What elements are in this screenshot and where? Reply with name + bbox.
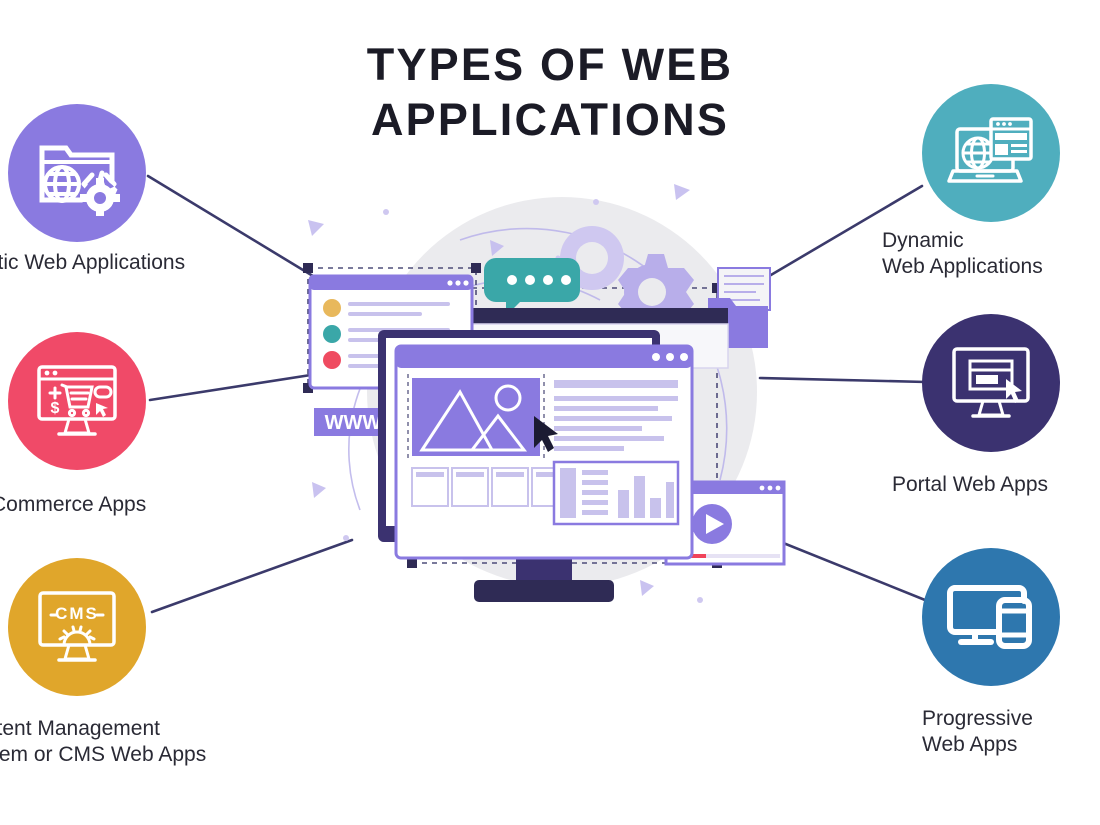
webpage-mockup [394, 344, 694, 560]
label-line-2: Web Applications [882, 255, 1043, 279]
label-cms-web-apps: Content Management System or CMS Web App… [0, 716, 206, 769]
thumbnail-row [411, 467, 569, 507]
gear-badge [80, 178, 120, 216]
chat-bubble [484, 258, 580, 316]
label-line-1: Portal Web Apps [892, 473, 1049, 496]
text-lines [554, 380, 678, 451]
monitor-cms-gear-icon: CMS [38, 591, 116, 662]
icon-circle-progressive[interactable] [922, 548, 1060, 686]
central-illustration: WWW [300, 180, 820, 620]
icon-circle-dynamic[interactable] [922, 84, 1060, 222]
dollar-glyph: $ [51, 400, 60, 417]
cursor-arrow [534, 416, 558, 452]
www-tag-label: WWW [325, 412, 382, 434]
title-line-1: TYPES OF WEB [366, 39, 734, 90]
icon-circle-ecommerce[interactable]: $ [8, 332, 146, 470]
label-progressive-web-apps: Progressive Web Apps [922, 706, 1033, 759]
label-static-web-applications: Static Web Applications [0, 250, 185, 276]
cms-label-glyph: CMS [55, 604, 99, 623]
accent-bar [466, 308, 728, 324]
monitor-login-cursor-icon [952, 347, 1030, 418]
browser-globe-code-gear-icon [39, 145, 120, 216]
page-title: TYPES OF WEB APPLICATIONS [0, 38, 1100, 148]
label-line-1: Dynamic [882, 229, 964, 252]
icon-circle-portal[interactable] [922, 314, 1060, 452]
monitor-shopping-cart-icon: $ [37, 365, 117, 436]
icon-circle-static[interactable] [8, 104, 146, 242]
chart-panel [552, 460, 680, 526]
title-line-2: APPLICATIONS [370, 93, 730, 145]
laptop-globe-browser-icon [947, 117, 1033, 183]
label-line-2: System or CMS Web Apps [0, 743, 207, 767]
label-portal-web-apps: Portal Web Apps [892, 472, 1048, 498]
label-line-1: Content Management [0, 717, 160, 740]
icon-circle-cms[interactable]: CMS [8, 558, 146, 696]
label-line-1: Static Web Applications [0, 251, 186, 274]
label-line-1: Progressive [922, 707, 1033, 730]
monitor-mobile-devices-icon [947, 585, 1032, 649]
label-line-2: Web Apps [922, 733, 1018, 757]
label-ecommerce-apps: E-Commerce Apps [0, 492, 146, 518]
label-dynamic-web-applications: Dynamic Web Applications [882, 228, 1043, 281]
label-line-1: E-Commerce Apps [0, 493, 147, 516]
